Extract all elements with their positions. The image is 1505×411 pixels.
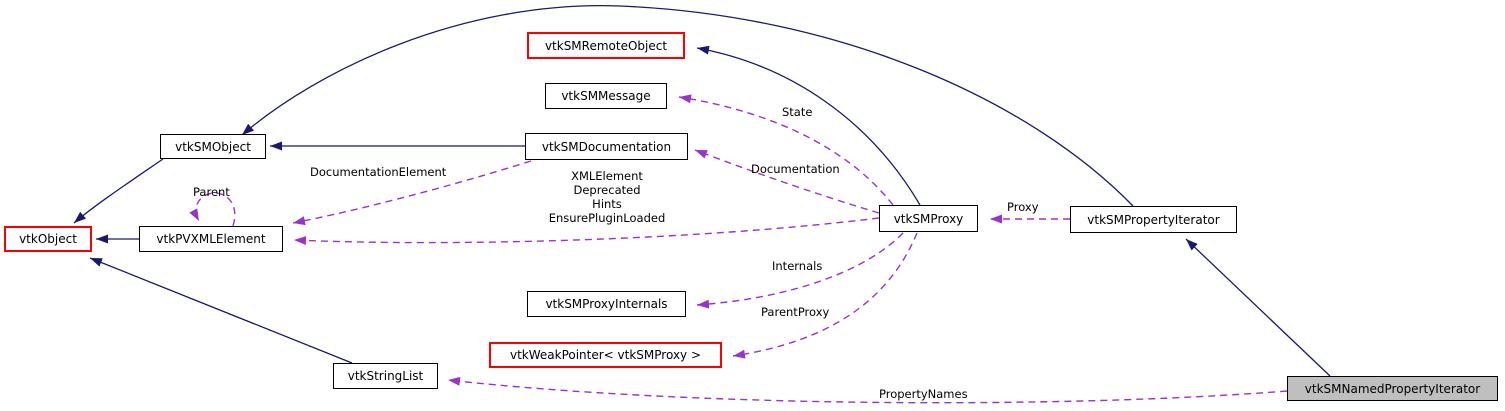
node-vtksmobject[interactable]: vtkSMObject xyxy=(160,134,266,159)
edge-usage-propertynames xyxy=(447,376,1288,404)
node-vtkstringlist[interactable]: vtkStringList xyxy=(333,363,438,389)
edge-usage-parent-selfloop xyxy=(189,192,236,227)
edge-usage-documentation xyxy=(694,149,880,214)
node-vtkobject[interactable]: vtkObject xyxy=(4,226,92,252)
node-vtkweakpointer-vtksmproxy[interactable]: vtkWeakPointer< vtkSMProxy > xyxy=(489,342,722,368)
node-vtksmremoteobject[interactable]: vtkSMRemoteObject xyxy=(527,32,685,59)
node-vtksmproxyinternals[interactable]: vtkSMProxyInternals xyxy=(527,291,686,317)
edge-label-ensurepluginloaded: EnsurePluginLoaded xyxy=(548,211,666,225)
edge-label-internals: Internals xyxy=(772,259,823,273)
edge-label-xmlelement: XMLElement xyxy=(571,169,643,183)
node-vtksmnamedpropertyiterator[interactable]: vtkSMNamedPropertyIterator xyxy=(1287,376,1498,401)
node-vtksmmessage[interactable]: vtkSMMessage xyxy=(545,83,667,109)
node-vtksmpropertyiterator[interactable]: vtkSMPropertyIterator xyxy=(1070,206,1237,233)
edge-usage-xmlelement xyxy=(293,217,880,246)
edge-label-proxy: Proxy xyxy=(1007,200,1039,214)
edge-label-state: State xyxy=(782,105,813,119)
edge-inherit-vtksmobject-to-vtkobject xyxy=(73,158,164,224)
edge-label-documentationelement: DocumentationElement xyxy=(310,165,447,179)
edge-label-documentation: Documentation xyxy=(751,162,840,176)
node-vtksmproxy[interactable]: vtkSMProxy xyxy=(879,205,978,232)
edge-inherit-vtksmpropertyiterator-to-vtksmobject xyxy=(241,5,1134,207)
edge-label-deprecated: Deprecated xyxy=(573,183,641,197)
edge-inherit-vtksmproxy-to-vtksmremoteobject xyxy=(696,45,921,206)
edge-inherit-vtkstringlist-to-vtkobject xyxy=(89,257,353,364)
edge-usage-state xyxy=(678,94,894,206)
edge-usage-documentationelement xyxy=(292,160,532,226)
edge-label-parentproxy: ParentProxy xyxy=(761,305,830,319)
edge-label-propertynames: PropertyNames xyxy=(879,387,968,401)
node-vtksmdocumentation[interactable]: vtkSMDocumentation xyxy=(525,133,688,160)
edge-label-parent: Parent xyxy=(193,185,230,199)
edge-label-hints: Hints xyxy=(592,197,622,211)
edge-usage-parentproxy xyxy=(732,232,918,359)
edge-label-xmlelement-group: XMLElement Deprecated Hints EnsurePlugin… xyxy=(537,169,677,225)
node-vtkpvxmlelement[interactable]: vtkPVXMLElement xyxy=(139,226,283,252)
edge-inherit-vtksmnamedpropertyiterator-to-vtksmpropertyiterator xyxy=(1185,238,1331,377)
